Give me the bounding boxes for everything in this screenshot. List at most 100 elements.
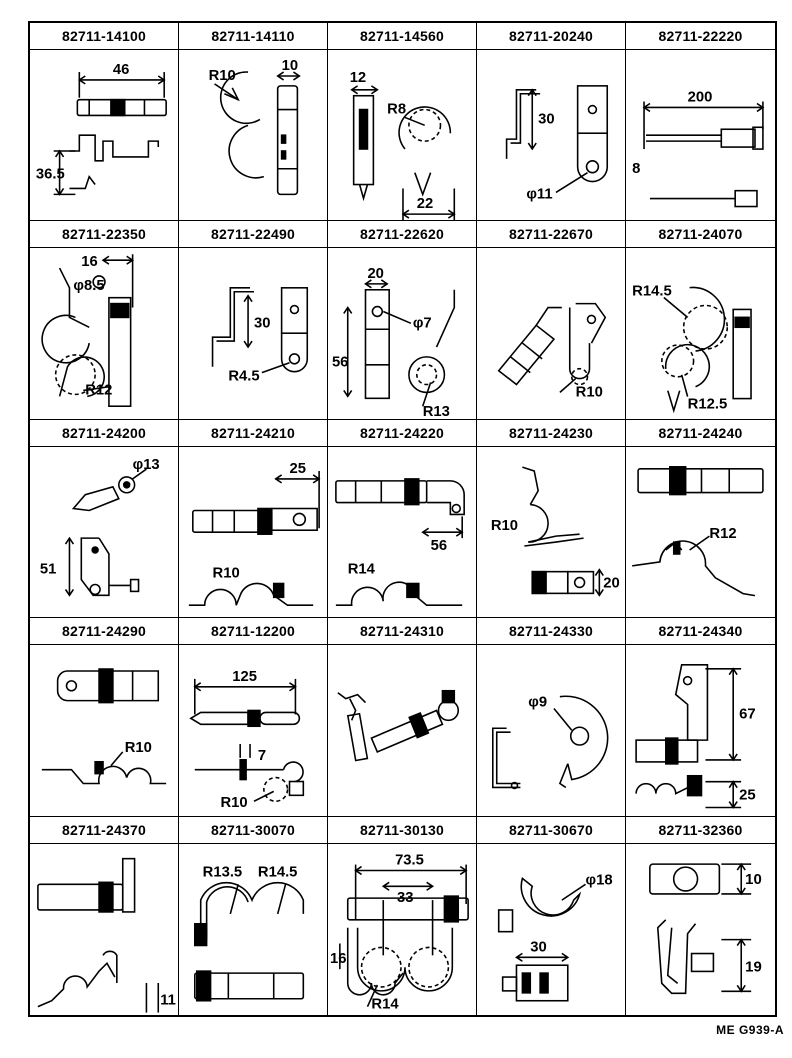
part-number: 82711-12200 [179,618,327,646]
dimension-label: R8 [387,101,406,117]
clip-drawing: 56 R14 [328,447,476,617]
clip-drawing: R10 10 [179,50,327,220]
part-cell: 82711-30130 73.5 33 16 R14 [328,816,477,1015]
part-cell: 82711-32360 10 19 [626,817,775,1015]
dimension-label: φ18 [586,872,613,888]
clip-drawing: 125 7 R10 [179,645,327,815]
dimension-label: 20 [603,575,619,591]
dimension-label: 12 [350,70,366,86]
clip-drawing: R14.5 R12.5 [626,248,775,418]
part-number: 82711-22620 [328,221,476,249]
part-cell: 82711-14110 R10 10 [179,23,328,222]
part-cell: 82711-24210 25 R10 [179,419,328,619]
dimension-label: R12 [709,526,736,542]
dimension-label: 30 [254,316,270,332]
dimension-label: R10 [576,385,603,401]
reference-code: ME G939-A [716,1023,784,1037]
part-number: 82711-24230 [477,420,625,447]
dimension-label: 10 [745,872,762,888]
dimension-label: 46 [113,62,129,78]
part-number: 82711-14110 [179,23,327,50]
clip-drawing: R10 [477,248,625,418]
dimension-label: 16 [81,255,97,271]
part-number: 82711-24240 [626,420,775,447]
clip-drawing: φ9 [477,645,625,815]
dimension-label: 73.5 [395,852,424,868]
part-cell: 82711-30070 R13.5 R14.5 [179,816,328,1015]
part-cell: 82711-14100 46 36.5 [30,23,179,222]
part-number: 82711-14100 [30,23,178,50]
part-number: 82711-24340 [626,618,775,646]
dimension-label: R13 [423,404,450,418]
dimension-label: R14.5 [258,864,298,880]
dimension-label: R12 [85,383,112,399]
part-number: 82711-30130 [328,817,476,844]
dimension-label: R14.5 [632,284,672,300]
part-cell: 82711-24220 56 R14 [328,419,477,619]
dimension-label: 20 [367,266,383,282]
dimension-label: 36.5 [36,167,65,183]
part-cell: 82711-12200 125 7 R10 [179,618,328,817]
dimension-label: 56 [332,355,348,371]
dimension-label: 67 [739,707,756,723]
dimension-label: R12.5 [688,397,728,413]
dimension-label: 16 [330,951,346,967]
part-number: 82711-24200 [30,420,178,447]
clip-drawing: φ13 51 [30,447,178,617]
dimension-label: 33 [397,890,413,906]
clip-drawing [328,645,476,815]
dimension-label: R10 [209,68,236,84]
dimension-label: 200 [688,90,713,106]
dimension-label: R13.5 [203,864,243,880]
part-cell: 82711-24340 67 25 [626,618,775,817]
part-number: 82711-22490 [179,221,327,249]
clip-drawing: 67 25 [626,645,775,815]
clip-drawing: R10 [30,645,178,815]
dimension-label: 7 [258,748,266,764]
dimension-label: 125 [232,669,257,685]
part-number: 82711-24310 [328,618,476,646]
part-cell: 82711-24290 R10 [30,618,179,817]
part-number: 82711-24330 [477,618,625,646]
dimension-label: R10 [125,740,152,756]
clip-drawing: R12 [626,447,775,617]
part-cell: 82711-24330 φ9 [477,618,626,817]
clip-drawing: 11 [30,844,178,1015]
part-cell: 82711-30670 φ18 30 [477,816,626,1015]
part-number: 82711-22670 [477,221,625,249]
part-cell: 82711-14560 12 R8 22 [328,23,477,222]
part-cell: 82711-22490 30 R4.5 [179,221,328,420]
clip-drawing: 73.5 33 16 R14 [328,844,476,1015]
part-number: 82711-22350 [30,221,178,249]
clip-drawing: 10 19 [626,844,775,1015]
dimension-label: 56 [431,538,447,554]
clip-drawing: R13.5 R14.5 [179,844,327,1015]
clip-drawing: 30 R4.5 [179,248,327,418]
part-cell: 82711-24200 φ13 51 [30,419,179,619]
clip-drawing: 12 R8 22 [328,50,476,221]
dimension-label: R10 [213,565,240,581]
part-number: 82711-30070 [179,817,327,844]
part-cell: 82711-22220 200 8 [626,23,775,222]
part-cell: 82711-24230 R10 20 [477,419,626,619]
dimension-label: φ13 [133,457,160,473]
part-number: 82711-24210 [179,420,327,447]
part-number: 82711-14560 [328,23,476,50]
dimension-label: R4.5 [228,369,259,385]
dimension-label: R14 [348,561,376,577]
clip-drawing: 200 8 [626,50,775,220]
part-cell: 82711-24370 11 [30,816,179,1015]
dimension-label: φ9 [528,695,547,711]
dimension-label: φ11 [526,186,552,202]
part-cell: 82711-22670 R10 [477,221,626,420]
dimension-label: 30 [530,939,546,955]
clip-drawing: R10 20 [477,447,625,617]
dimension-label: R14 [371,996,399,1012]
dimension-label: 8 [632,161,640,177]
dimension-label: R10 [220,795,247,811]
dimension-label: 10 [282,58,298,74]
dimension-label: 22 [417,196,433,212]
part-cell: 82711-22350 16 φ8.5 R12 [30,221,179,420]
dimension-label: 11 [160,992,176,1008]
part-cell: 82711-24310 [328,618,477,817]
